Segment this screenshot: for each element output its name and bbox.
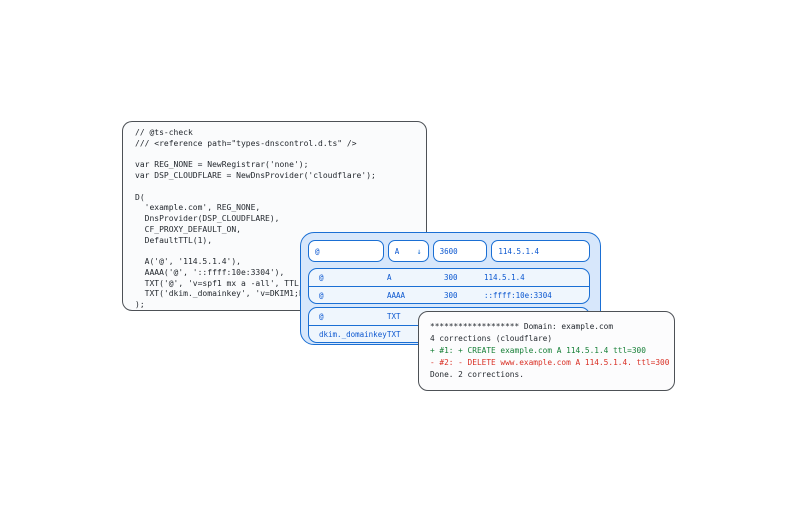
record-type-select[interactable]: A ↓ xyxy=(387,240,429,262)
dropdown-arrow-icon: ↓ xyxy=(416,246,422,256)
record-name: dkim._domainkey xyxy=(319,329,387,339)
code-line: TXT('@', 'v=spf1 mx a -all', TTL(1 xyxy=(135,278,309,288)
record-name-value: @ xyxy=(315,246,320,256)
record-row[interactable]: @ A 300 114.5.1.4 xyxy=(309,269,589,286)
code-line: // @ts-check xyxy=(135,128,193,137)
record-row[interactable]: @ AAAA 300 ::ffff:10e:3304 xyxy=(309,286,589,303)
record-ttl: 300 xyxy=(444,290,458,300)
code-line: TXT('dkim._domainkey', 'v=DKIM1;k= xyxy=(135,289,309,299)
record-type: AAAA xyxy=(387,290,406,300)
record-ttl-input[interactable]: 3600 xyxy=(432,240,488,262)
record-entry-form: @ A ↓ 3600 114.5.1.4 xyxy=(308,240,591,262)
code-line: 'example.com', REG_NONE, xyxy=(135,203,261,213)
code-line: A('@', '114.5.1.4'), xyxy=(135,257,241,266)
record-type: TXT xyxy=(387,329,401,339)
code-editor-card: // @ts-check /// <reference path="types-… xyxy=(122,121,427,311)
code-line: D( xyxy=(135,192,145,202)
terminal-output-card: ******************* Domain: example.com … xyxy=(418,311,675,391)
code-line: var REG_NONE = NewRegistrar('none'); xyxy=(135,160,309,170)
record-name-input[interactable]: @ xyxy=(308,240,384,262)
terminal-line-corrections: 4 corrections (cloudflare) xyxy=(430,334,553,343)
terminal-line-domain-header: ******************* Domain: example.com xyxy=(430,322,614,331)
code-line: AAAA('@', '::ffff:10e:3304'), xyxy=(135,267,285,277)
code-line: var DSP_CLOUDFLARE = NewDnsProvider('clo… xyxy=(135,171,376,180)
record-type-value: A xyxy=(394,246,400,256)
record-value: ::ffff:10e:3304 xyxy=(484,290,552,300)
record-value-value: 114.5.1.4 xyxy=(498,246,540,256)
terminal-line-done: Done. 2 corrections. xyxy=(430,370,524,379)
record-ttl: 300 xyxy=(444,273,458,282)
record-value: 114.5.1.4 xyxy=(484,273,525,282)
code-line: /// <reference path="types-dnscontrol.d.… xyxy=(135,138,357,148)
code-line xyxy=(135,182,418,193)
code-line: DnsProvider(DSP_CLOUDFLARE), xyxy=(135,214,280,223)
code-line xyxy=(135,150,418,161)
code-line: ); xyxy=(135,300,145,309)
code-line: DefaultTTL(1), xyxy=(135,235,213,245)
record-value-input[interactable]: 114.5.1.4 xyxy=(491,240,591,262)
record-name: @ xyxy=(319,290,324,300)
record-ttl-value: 3600 xyxy=(439,246,458,256)
record-type: TXT xyxy=(387,312,401,321)
terminal-line-delete-diff: - #2: - DELETE www.example.com A 114.5.1… xyxy=(430,358,670,367)
record-name: @ xyxy=(319,312,324,321)
record-type: A xyxy=(387,273,392,282)
code-line: CF_PROXY_DEFAULT_ON, xyxy=(135,224,241,234)
record-name: @ xyxy=(319,273,324,282)
terminal-line-create-diff: + #1: + CREATE example.com A 114.5.1.4 t… xyxy=(430,346,646,355)
record-group: @ A 300 114.5.1.4 @ AAAA 300 ::ffff:10e:… xyxy=(308,268,590,304)
